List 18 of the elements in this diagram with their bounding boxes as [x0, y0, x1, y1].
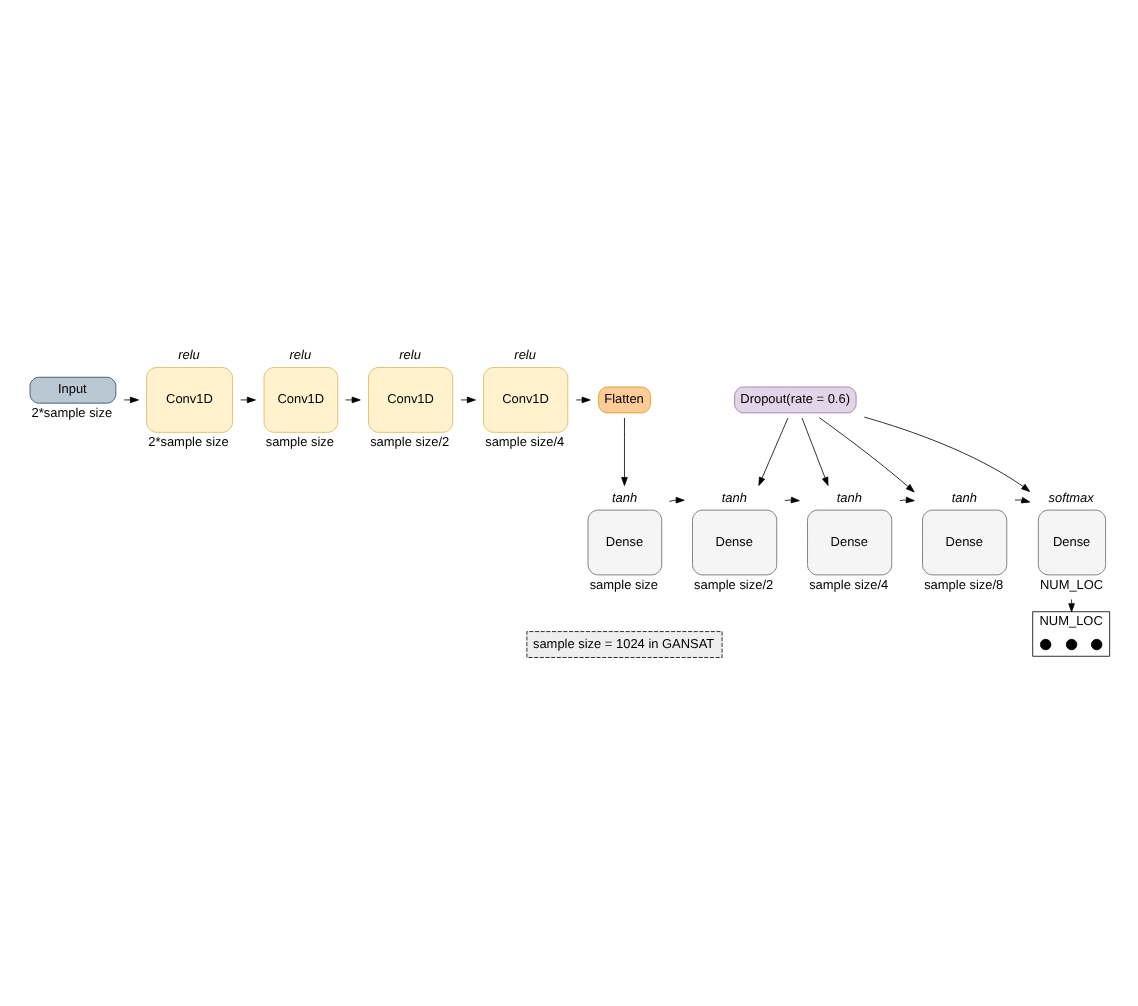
node-circle — [1065, 638, 1078, 651]
arrow — [575, 396, 591, 404]
arrow — [460, 396, 476, 404]
arrow — [240, 396, 256, 404]
arrow — [801, 417, 829, 486]
node-circle — [1091, 638, 1103, 651]
arrow — [345, 396, 361, 404]
node-circle — [1039, 638, 1052, 651]
arrow — [758, 417, 789, 486]
arrow — [899, 496, 915, 504]
arrow — [1014, 497, 1031, 504]
arrow — [669, 496, 685, 504]
arrow — [123, 396, 139, 404]
arrow — [784, 496, 800, 504]
arrow — [621, 417, 628, 486]
arrow — [863, 416, 1031, 492]
arrow — [819, 417, 915, 493]
arrow — [1068, 598, 1075, 613]
